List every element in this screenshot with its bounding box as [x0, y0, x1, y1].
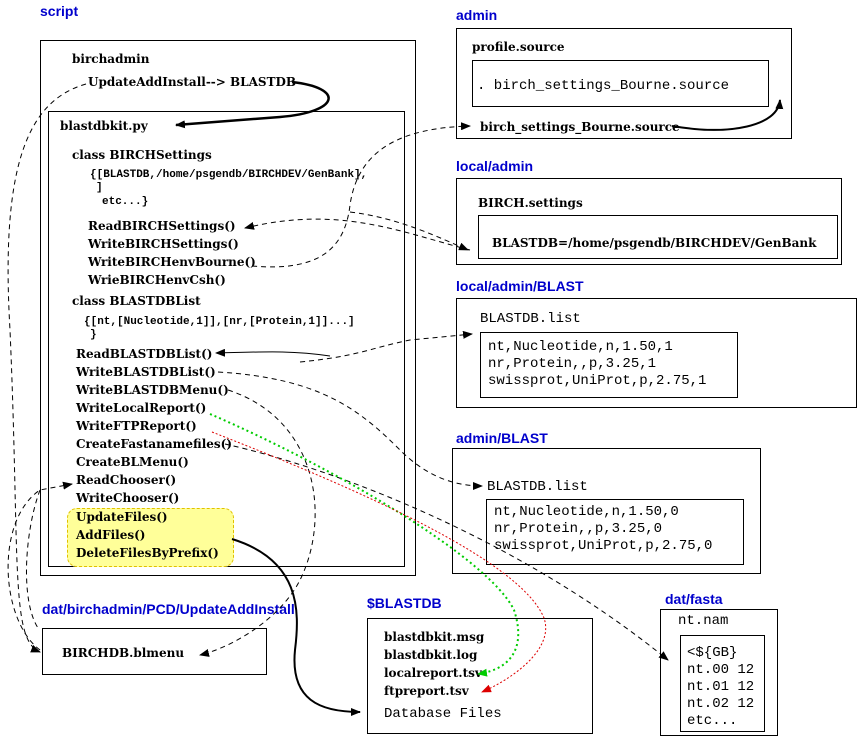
arrow-fastaname-to-ntnam — [224, 443, 669, 661]
update-add-install-label: UpdateAddInstall--> BLASTDB — [88, 75, 297, 89]
nt-nam-line: etc... — [687, 713, 738, 729]
section-label-dat-fasta: dat/fasta — [665, 591, 723, 607]
section-label-updateaddinstall: dat/birchadmin/PCD/UpdateAddInstall — [42, 601, 295, 617]
admin-blastdb-list-line: nt,Nucleotide,n,1.50,0 — [494, 504, 679, 520]
method-write-ftp-report: WriteFTPReport() — [76, 419, 197, 433]
birchdb-blmenu-file: BIRCHDB.blmenu — [62, 646, 185, 660]
nt-nam-line: nt.00 12 — [687, 662, 755, 678]
arrow-readchooser — [7, 481, 73, 651]
method-delete-files-by-prefix: DeleteFilesByPrefix() — [76, 546, 219, 560]
section-label-admin: admin — [456, 7, 498, 23]
blastdb-file: localreport.tsv — [384, 666, 482, 680]
admin-blastdb-list-line: nr,Protein,,p,3.25,0 — [494, 521, 663, 537]
arrow-update-loop — [7, 83, 87, 653]
method-read-chooser: ReadChooser() — [76, 473, 177, 487]
arrow-addfiles-to-database — [231, 538, 361, 716]
section-label-blastdb: $BLASTDB — [367, 595, 442, 611]
highlighted-methods-group — [67, 508, 234, 567]
arrow-chooser-to-blmenu — [25, 489, 41, 629]
local-blastdb-list-file: BLASTDB.list — [480, 311, 581, 327]
method-write-birch-env-bourne: WriteBIRCHenvBourne() — [88, 255, 256, 269]
admin-blastdb-list-file: BLASTDB.list — [487, 479, 588, 495]
blastdb-file: ftpreport.tsv — [384, 684, 469, 698]
blastdb-file: blastdbkit.msg — [384, 630, 485, 644]
method-create-bl-menu: CreateBLMenu() — [76, 455, 189, 469]
updateaddinstall-box — [42, 628, 267, 675]
arrow-localreport — [209, 413, 520, 677]
method-write-local-report: WriteLocalReport() — [76, 401, 207, 415]
admin-blast-box — [452, 448, 761, 574]
section-label-admin-blast: admin/BLAST — [456, 430, 548, 446]
method-write-blastdb-menu: WriteBLASTDBMenu() — [76, 383, 229, 397]
admin-blastdb-list-content-box — [486, 499, 744, 565]
settings-struct-line: etc...} — [102, 196, 149, 208]
local-blastdb-list-line: nt,Nucleotide,n,1.50,1 — [488, 339, 673, 355]
local-admin-box — [456, 178, 842, 265]
profile-source-box — [472, 60, 769, 107]
settings-struct-line: ] — [96, 182, 103, 194]
nt-nam-line: nt.02 12 — [687, 696, 755, 712]
local-blastdb-list-line: swissprot,UniProt,p,2.75,1 — [488, 373, 707, 389]
method-create-fastanamefiles: CreateFastanamefiles() — [76, 437, 233, 451]
section-label-local-admin: local/admin — [456, 158, 534, 174]
nt-nam-line: nt.01 12 — [687, 679, 755, 695]
class-birchsettings-label: class BIRCHSettings — [72, 148, 212, 162]
script-box — [40, 40, 416, 576]
method-read-birch-settings: ReadBIRCHSettings() — [88, 219, 236, 233]
method-write-birch-env-csh: WrieBIRCHenvCsh() — [88, 273, 226, 287]
local-blastdb-list-content-box — [480, 332, 738, 398]
arrow-birchsettings-to-read — [244, 218, 471, 251]
birch-settings-file-label: BIRCH.settings — [478, 196, 583, 210]
nt-nam-line: <${GB} — [687, 645, 738, 661]
list-struct-line: {[nt,[Nucleotide,1]],[nr,[Protein,1]]...… — [84, 316, 355, 328]
settings-struct-line: {[BLASTDB,/home/psgendb/BIRCHDEV/GenBank… — [90, 169, 368, 181]
method-write-blastdb-list: WriteBLASTDBList() — [76, 365, 216, 379]
method-read-blastdb-list: ReadBLASTDBList() — [76, 347, 213, 361]
profile-source-label: profile.source — [472, 40, 565, 54]
birch-settings-content: BLASTDB=/home/psgendb/BIRCHDEV/GenBank — [492, 236, 817, 250]
nt-nam-content-box — [680, 635, 765, 732]
blastdbkit-module-label: blastdbkit.py — [60, 119, 148, 133]
nt-nam-file: nt.nam — [678, 613, 729, 629]
local-blastdb-list-line: nr,Protein,,p,3.25,1 — [488, 356, 657, 372]
section-label-local-admin-blast: local/admin/BLAST — [456, 278, 584, 294]
arrow-readlist-to-local — [299, 330, 473, 363]
section-label-script: script — [40, 3, 79, 19]
profile-source-content: . birch_settings_Bourne.source — [477, 78, 730, 94]
arrow-update-to-blastdbkit — [175, 80, 330, 129]
method-write-chooser: WriteChooser() — [76, 491, 180, 505]
method-update-files: UpdateFiles() — [76, 510, 168, 524]
arrow-bourne-to-profile — [671, 99, 784, 131]
bourne-source-file: birch_settings_Bourne.source — [480, 120, 680, 134]
blastdb-file: blastdbkit.log — [384, 648, 478, 662]
database-files-label: Database Files — [384, 706, 502, 722]
birch-settings-content-box — [478, 215, 838, 259]
list-struct-line: } — [90, 329, 97, 341]
arrow-ftpreport — [211, 431, 547, 693]
admin-box — [456, 28, 792, 139]
arrow-menu-to-blmenu — [199, 389, 316, 657]
arrow-local-to-readlist — [215, 348, 331, 357]
blastdb-box — [367, 618, 593, 734]
arrow-writelist-to-admin — [217, 371, 483, 490]
method-write-birch-settings: WriteBIRCHSettings() — [88, 237, 239, 251]
class-blastdblist-label: class BLASTDBList — [72, 294, 201, 308]
arrow-envbourne-to-bourne — [251, 122, 471, 268]
birchadmin-label: birchadmin — [72, 52, 150, 66]
admin-blastdb-list-line: swissprot,UniProt,p,2.75,0 — [494, 538, 713, 554]
method-add-files: AddFiles() — [76, 528, 146, 542]
